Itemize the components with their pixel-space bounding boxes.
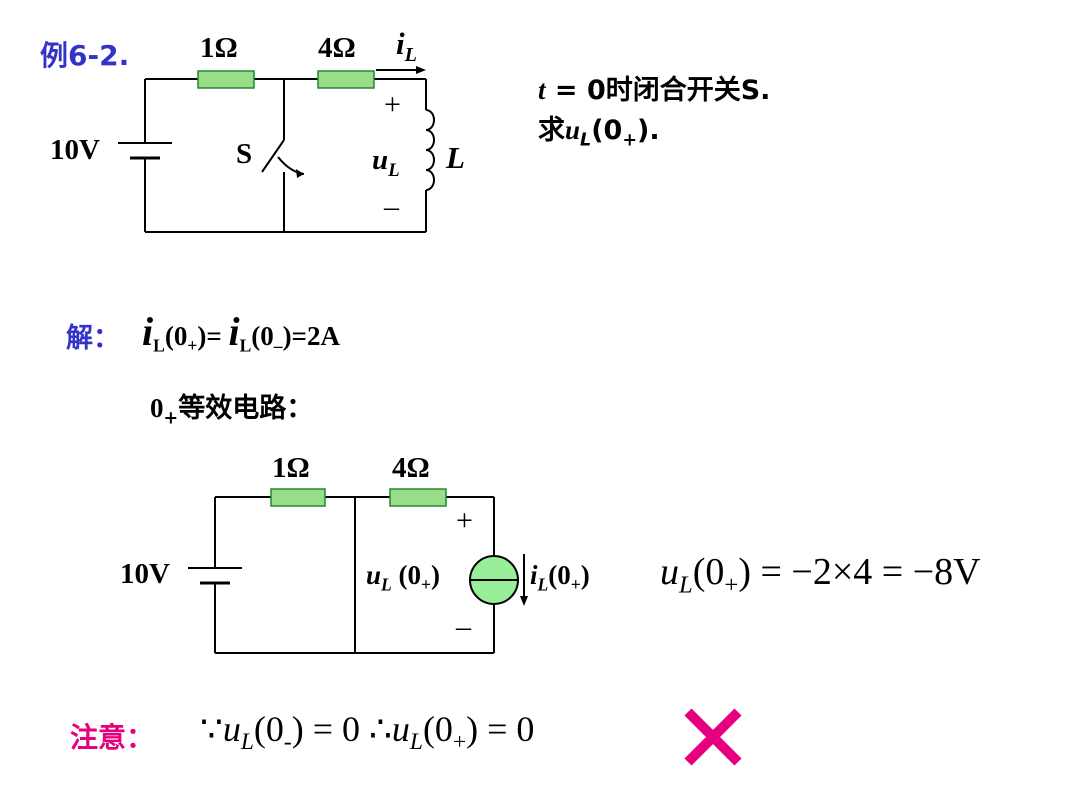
r1-label: 1Ω — [200, 32, 238, 64]
source-current-label: iL(0+) — [530, 560, 590, 595]
source-label-2: 10V — [120, 558, 170, 590]
voltage-label-2: uL (0+) — [366, 560, 440, 595]
example-label: 例6-2. — [40, 39, 130, 72]
plus-sign-2: + — [456, 504, 473, 537]
wrong-cross-icon — [684, 708, 742, 766]
voltage-label: uL — [372, 144, 400, 181]
circuit-1 — [118, 66, 435, 233]
result-equation: uL(0+) = −2×4 = −8V — [660, 551, 981, 599]
minus-sign-2: – — [456, 610, 471, 643]
current-label: iL — [396, 26, 417, 67]
r1-label-2: 1Ω — [272, 452, 310, 484]
inductor-label: L — [446, 140, 465, 175]
switch-arrow-arc — [277, 156, 305, 175]
resistor-1ohm-2 — [270, 488, 326, 507]
problem-line-2: 求uL(0+). — [538, 115, 660, 151]
inductor-coil — [425, 109, 435, 191]
current-arrow-head — [416, 66, 426, 74]
r2-label: 4Ω — [318, 32, 356, 64]
minus-sign: – — [384, 190, 399, 223]
r2-label-2: 4Ω — [392, 452, 430, 484]
switch-label: S — [236, 138, 253, 170]
plus-sign: + — [384, 88, 401, 121]
resistor-4ohm — [317, 70, 375, 89]
solution-label: 解： — [66, 323, 120, 354]
note-equation: ∵uL(0-) = 0 ∴uL(0+) = 0 — [200, 709, 535, 756]
switch-blade — [261, 139, 285, 173]
source-current-arrow-head — [520, 596, 528, 606]
circuit-2 — [188, 496, 525, 654]
equivalent-circuit-label: 0+等效电路： — [150, 393, 314, 429]
solution-equation: iL(0+)= iL(0–)=2A — [142, 309, 340, 356]
problem-line-1: t = 0时闭合开关S. — [538, 75, 771, 106]
note-label: 注意： — [70, 721, 155, 754]
switch-arrow-head — [296, 169, 304, 178]
source-label: 10V — [50, 134, 100, 166]
resistor-4ohm-2 — [389, 488, 447, 507]
resistor-1ohm — [197, 70, 255, 89]
